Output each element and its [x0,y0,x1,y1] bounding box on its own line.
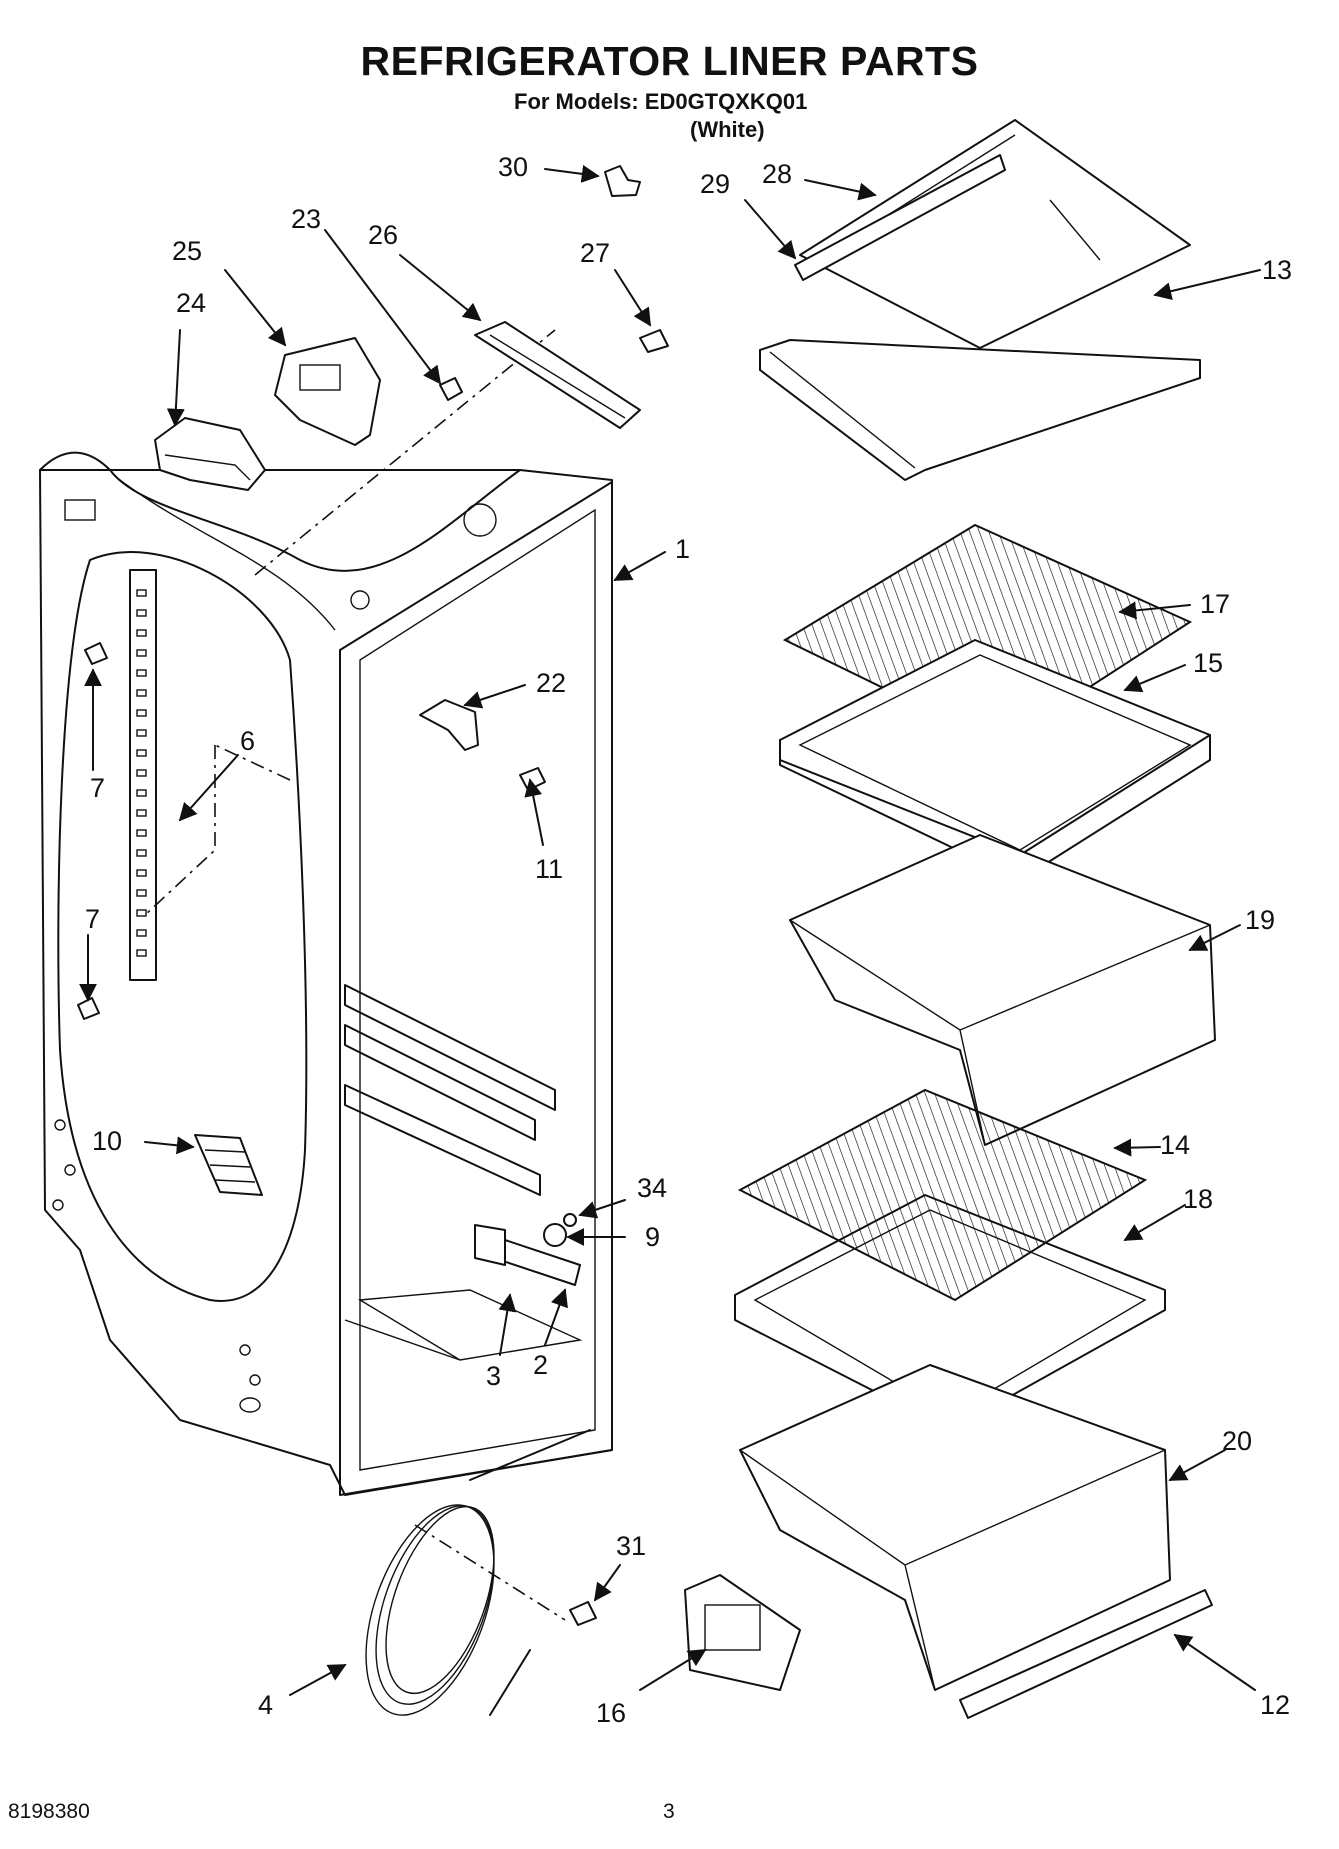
crisper-frame-part-15 [779,639,1211,881]
callout-4: 4 [258,1690,273,1720]
shield-part-2 [499,1239,581,1286]
cover-part-25 [274,337,381,446]
vent-part-10 [194,1134,263,1196]
callout-28: 28 [762,159,792,189]
callout-23: 23 [291,204,321,234]
callout-1: 1 [675,534,690,564]
leader-lines [79,164,1261,1696]
trim-part-29 [794,154,1006,281]
screw-part-31 [569,1601,597,1626]
bracket-part-22 [419,699,479,751]
crisper-drawer-part-19 [789,834,1216,1146]
callout-26: 26 [368,220,398,250]
spacer-part-3 [474,1224,506,1266]
callout-18: 18 [1183,1184,1213,1214]
callout-14: 14 [1160,1130,1190,1160]
callout-25: 25 [172,236,202,266]
callout-numbers: 30 28 29 23 26 25 27 24 13 1 17 15 22 6 … [85,152,1292,1728]
shelf-frame-part-13 [759,339,1201,481]
screw-part-7-lower [77,997,100,1020]
callout-15: 15 [1193,648,1223,678]
track-part-26 [474,321,641,429]
document-number: 8198380 [8,1800,90,1823]
callout-11: 11 [535,854,563,884]
callout-16: 16 [596,1698,626,1728]
callout-6: 6 [240,726,255,756]
callout-24: 24 [176,288,206,318]
page-title: REFRIGERATOR LINER PARTS [360,38,979,84]
callout-12: 12 [1260,1690,1290,1720]
callout-34: 34 [637,1173,667,1203]
callout-29: 29 [700,169,730,199]
callout-7-upper: 7 [90,773,105,803]
callout-9: 9 [645,1222,660,1252]
callout-27: 27 [580,238,610,268]
callout-7-lower: 7 [85,904,100,934]
callout-2: 2 [533,1350,548,1380]
callout-10: 10 [92,1126,122,1156]
crisper-glass-part-14 [737,1088,1148,1302]
light-socket-part-9 [543,1223,567,1247]
bulb-part-34 [563,1213,577,1227]
models-line: For Models: ED0GTQXKQ01 [514,89,808,114]
liner-part-1 [39,451,613,1496]
tube-part-4 [365,1429,591,1716]
screw-part-27 [639,329,669,353]
callout-13: 13 [1262,255,1292,285]
page-number: 3 [663,1800,675,1823]
callout-30: 30 [498,152,528,182]
crisper-frame-part-18 [734,1194,1166,1431]
ladder-rail-part-6 [129,569,157,981]
crisper-drawer-part-20 [739,1364,1171,1691]
callout-20: 20 [1222,1426,1252,1456]
screw-part-23 [439,377,463,401]
callout-22: 22 [536,668,566,698]
screw-part-11 [519,767,546,791]
trim-part-12 [959,1589,1213,1719]
color-line: (White) [690,117,765,142]
callout-31: 31 [616,1531,646,1561]
clip-part-30 [604,165,641,197]
callout-17: 17 [1200,589,1230,619]
callout-3: 3 [486,1361,501,1391]
callout-19: 19 [1245,905,1275,935]
cover-part-16 [684,1574,801,1691]
control-housing-part-24 [154,417,266,491]
screw-part-7-upper [84,642,108,665]
